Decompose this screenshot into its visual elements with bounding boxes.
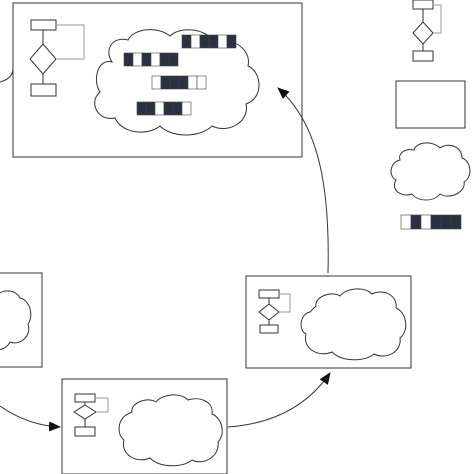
legend-empty-box [395,80,466,129]
strip-cell [123,52,134,67]
strip-cell [178,75,189,90]
pixel-strips [123,34,237,116]
strip-cell [141,52,152,67]
strip-cell [181,101,192,116]
mini-flowchart-icon [258,289,291,334]
strip-cell [181,34,192,49]
legend-pixel-strip [400,214,462,230]
bottom-panel [61,378,228,474]
mini-flowchart-icon [73,393,109,437]
strip-cell [196,75,207,90]
strip-cell [187,75,198,90]
strip-cell [190,34,201,49]
arrow-bottom-to-right [227,372,331,428]
mini-flowchart-icon [29,19,85,97]
strip-cell [410,214,422,230]
arrow-right-to-top [277,87,329,274]
cloud-shape [118,394,223,467]
connector-line [0,69,14,83]
strip-cell [430,214,442,230]
strip-cell [160,75,171,90]
top-panel [0,2,303,158]
legend-mini-flowchart-icon [412,0,442,62]
strip-cell [440,214,452,230]
legend-cloud-shape [390,142,471,201]
strip-cell [168,52,179,67]
strip-cell [450,214,462,230]
strip-cell [136,101,147,116]
strip-cell [420,214,432,230]
mid-left-panel [0,272,43,368]
right-panel [245,275,412,369]
strip-cell [132,52,143,67]
strip-cell [145,101,156,116]
strip-cell [172,101,183,116]
strip-cell [226,34,237,49]
arrow-midleft-to-bottom [0,405,61,432]
legend-column [390,0,471,230]
strip-cell [208,34,219,49]
strip-cell [400,214,412,230]
strip-cell [154,101,165,116]
strip-cell [151,75,162,90]
cloud-shape [300,288,407,361]
strip-cell [163,101,174,116]
cloud-shape [0,290,32,350]
strip-cell [150,52,161,67]
strip-cell [199,34,210,49]
strip-cell [217,34,228,49]
strip-cell [169,75,180,90]
strip-cell [159,52,170,67]
